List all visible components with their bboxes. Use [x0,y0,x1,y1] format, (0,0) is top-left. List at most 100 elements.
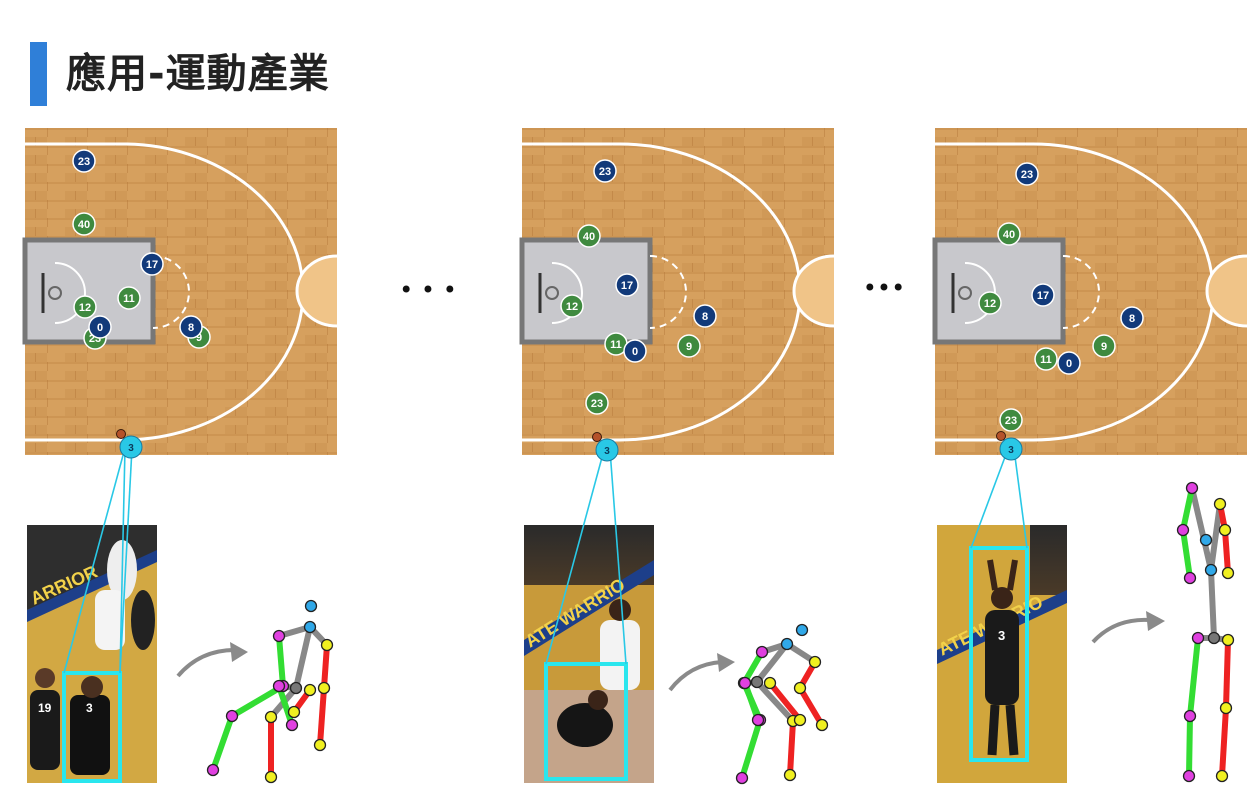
player-token: 11 [117,286,141,310]
video-frame-2: ATE WARRIO [522,525,654,783]
ball-icon [116,429,126,439]
transform-arrows [176,611,1165,692]
pose-joint [272,679,286,693]
pose-joint [751,713,765,727]
player-number: 40 [583,231,595,243]
pose-joint [738,676,752,690]
player-token: 23 [72,149,96,173]
ball-icon [592,432,602,442]
hoop [48,286,62,300]
pose-head-joint [1204,563,1218,577]
pose-joint [320,638,334,652]
curved-arrow-icon [1091,617,1151,644]
player-token: 8 [1120,306,1144,330]
player-token: 40 [997,222,1021,246]
pose-joint [1215,769,1229,783]
player-number: 8 [188,322,194,334]
pose-head-joint [795,623,809,637]
player-number: 0 [632,346,638,358]
pose-joint [317,681,331,695]
tracked-player-number: 3 [128,443,134,454]
pose-joint [1221,566,1235,580]
pose-joint [793,681,807,695]
detection-bounding-box [544,662,628,781]
pose-joint [287,705,301,719]
player-number: 9 [1101,341,1107,353]
court-diagram-3 [932,128,1248,455]
tracked-player-number: 3 [604,446,610,457]
tracked-players: 3 3 3 [116,429,1023,462]
player-token: 12 [73,295,97,319]
player-token: 40 [72,212,96,236]
player-token: 40 [577,224,601,248]
court-diagram-2 [519,128,835,455]
player-number: 8 [1129,313,1135,325]
pose-joint [1183,709,1197,723]
pose-joint [755,645,769,659]
player-number: 11 [610,339,622,351]
player-number: 23 [1021,169,1033,181]
pose-joint [1218,523,1232,537]
pose-joint [264,770,278,784]
player-number: 17 [146,259,158,271]
player-number: 23 [78,156,90,168]
player-token: 12 [560,294,584,318]
pose-joint [272,629,286,643]
curved-arrow-icon [176,648,236,678]
player-number: 12 [984,298,996,310]
player-number: 40 [1003,229,1015,241]
player-token: 17 [615,273,639,297]
player-number: 23 [591,398,603,410]
center-circle [1205,254,1248,328]
pose-head-joint [780,637,794,651]
player-tokens: 2340171112230982340171211089232340121789… [72,149,1144,432]
pose-joint [735,771,749,785]
player-number: 23 [1005,415,1017,427]
projection-lines [63,447,1028,674]
player-number: 8 [702,311,708,323]
player-figure [985,610,1019,705]
pose-head-joint [304,599,318,613]
pose-joint [815,718,829,732]
detection-bounding-box [969,546,1029,762]
pose-joint [808,655,822,669]
pose-joint [225,709,239,723]
video-frame-3: ATE WARRIO 3 [935,525,1067,783]
pose-joint [1191,631,1205,645]
player-number: 9 [686,341,692,353]
player-token: 9 [1092,334,1116,358]
ball-icon [996,431,1006,441]
player-token: 11 [1034,347,1058,371]
player-token: 9 [677,334,701,358]
jersey-number: 3 [86,701,93,715]
pose-joint [303,683,317,697]
tracked-player-marker: 3 [592,432,619,462]
player-token: 0 [623,339,647,363]
player-token: 17 [140,252,164,276]
player-token: 23 [999,408,1023,432]
pose-skeletons [206,481,1235,785]
player-number: 0 [97,322,103,334]
player-token: 0 [88,315,112,339]
player-number: 12 [79,302,91,314]
player-number: 17 [1037,290,1049,302]
player-number: 23 [599,166,611,178]
pose-skeleton-2 [735,623,829,785]
pose-head-joint [1199,533,1213,547]
player-number: 11 [1040,354,1052,366]
ellipsis-separator-2: ••• [863,274,905,302]
tracked-player-marker: 3 [116,429,143,459]
pose-skeleton-3 [1176,481,1235,783]
player-number: 17 [621,280,633,292]
player-number: 11 [123,293,135,305]
pose-joint [285,718,299,732]
tracked-player-number: 3 [1008,445,1014,456]
pose-skeleton-1 [206,599,334,784]
pose-joint [1213,497,1227,511]
pose-joint [1185,481,1199,495]
pose-joint [1182,769,1196,783]
player-number: 9 [196,332,202,344]
player-token: 8 [693,304,717,328]
ellipsis-separator-1: • • • [399,276,457,304]
